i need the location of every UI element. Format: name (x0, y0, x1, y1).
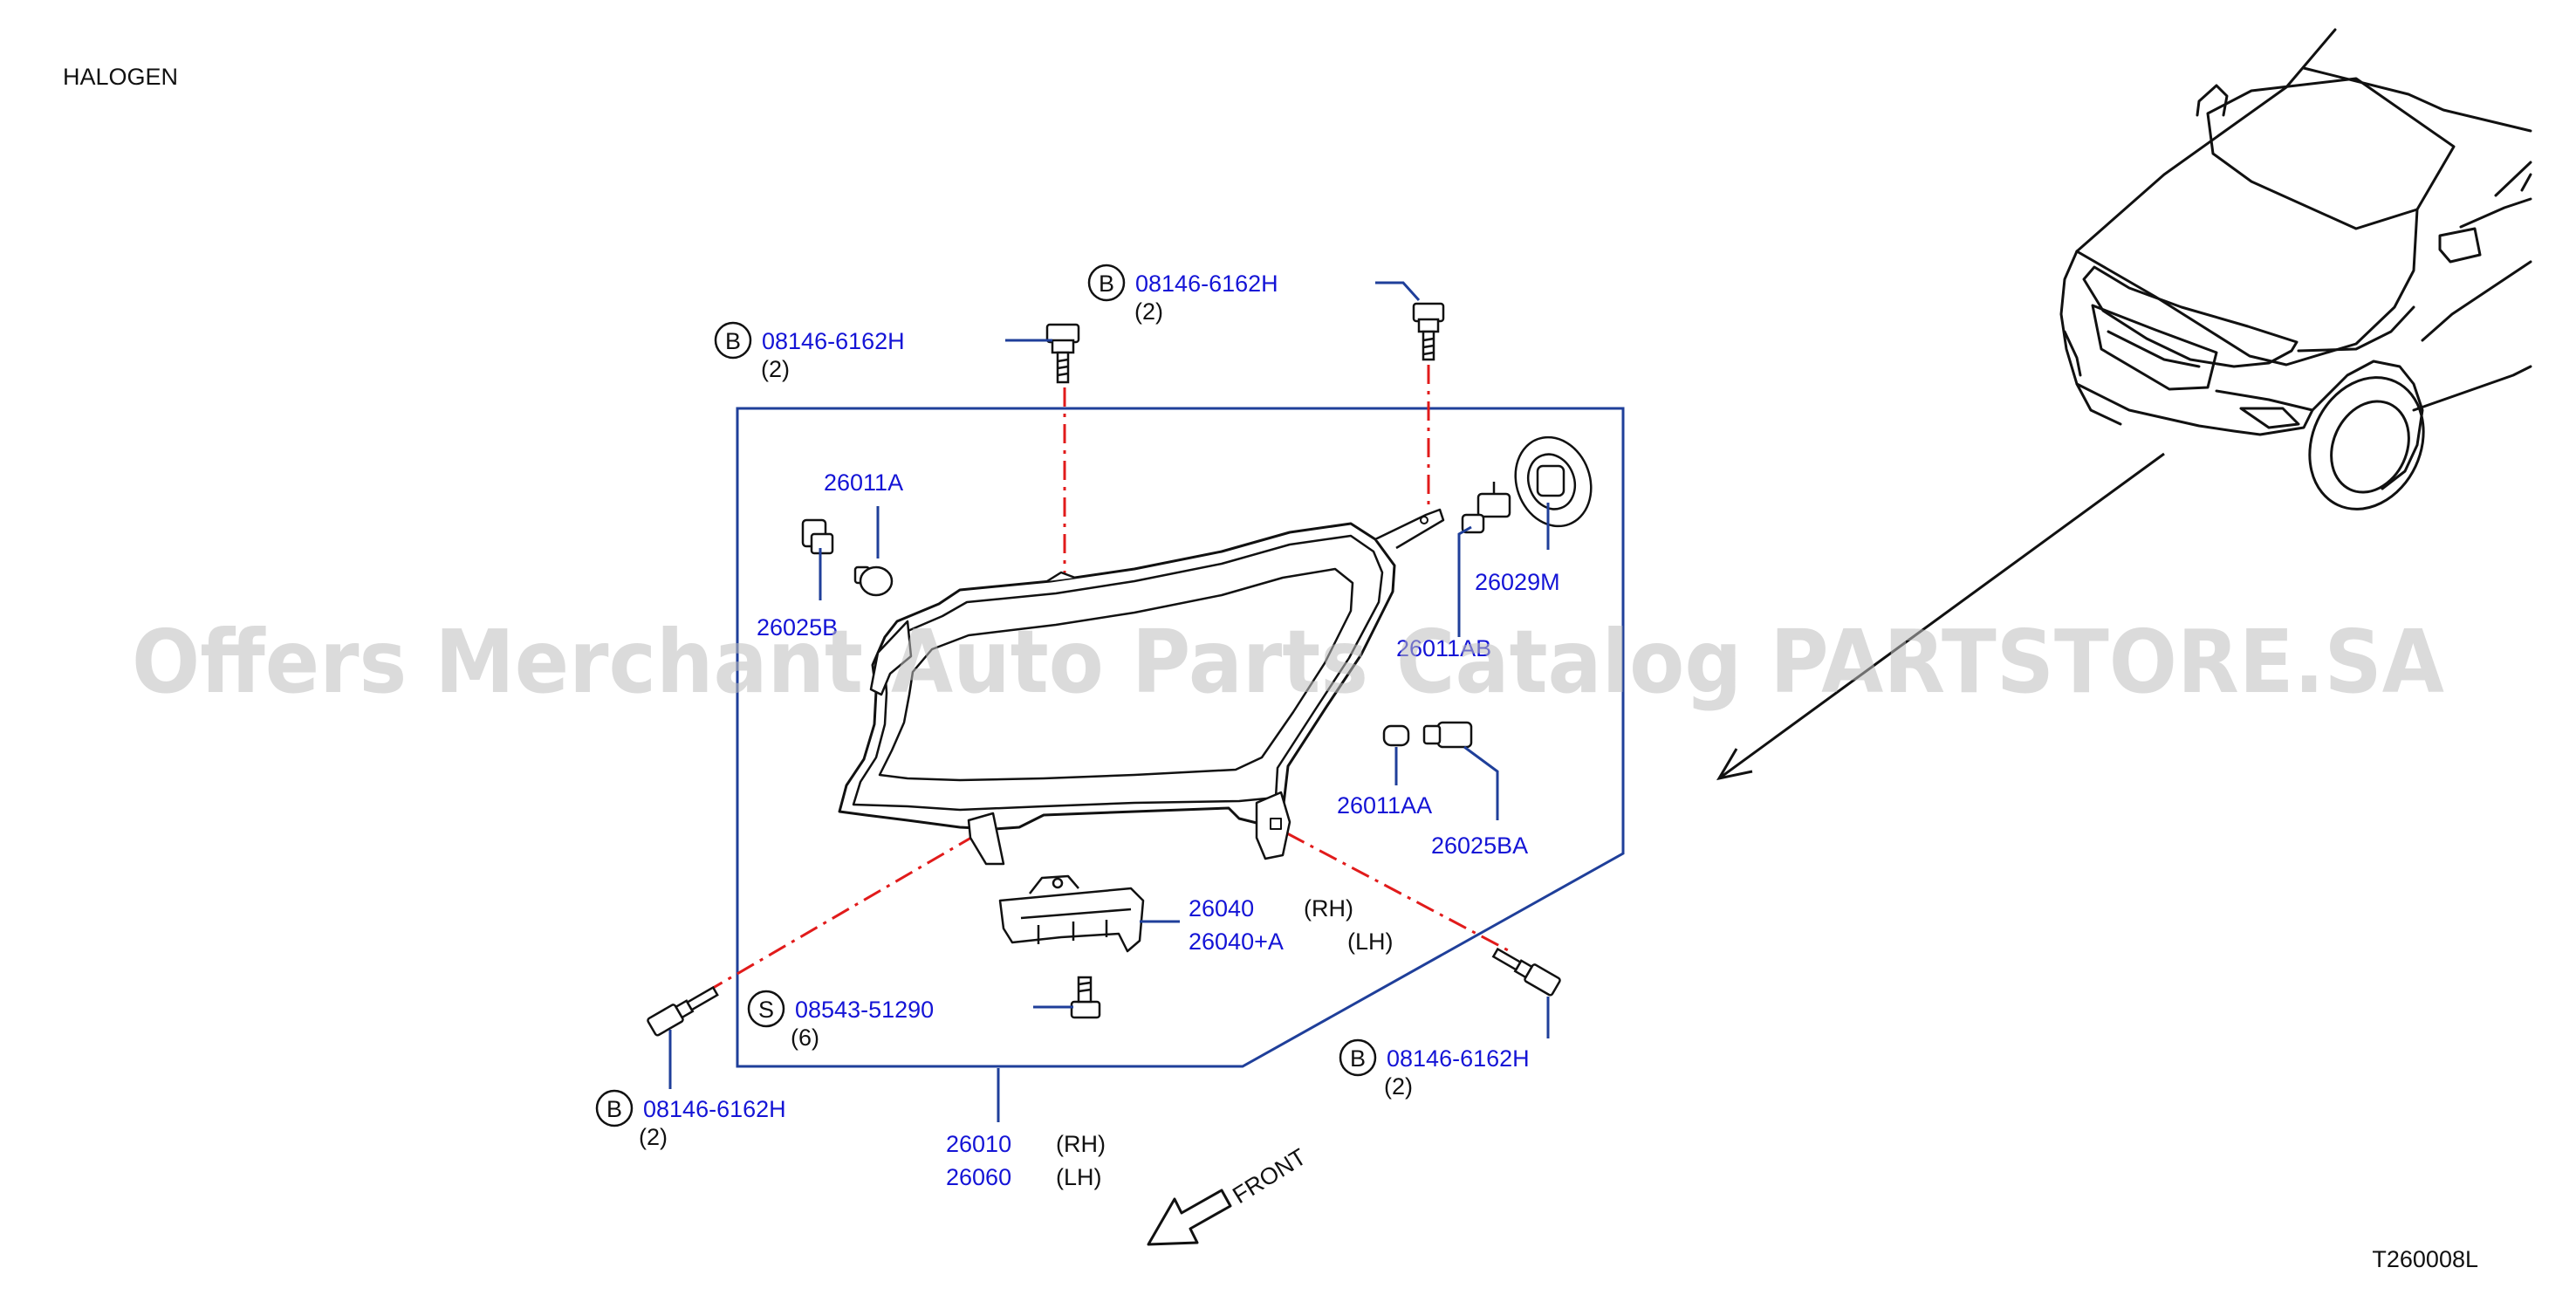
cap-26029m-icon (1514, 435, 1593, 528)
quantity: (2) (1384, 1073, 1413, 1100)
centerlines (697, 365, 1511, 998)
front-arrow-icon (1147, 1189, 1232, 1246)
part-number-26011aa[interactable]: 26011AA (1337, 792, 1432, 819)
headlamp-assembly (838, 508, 1445, 866)
marker-b-icon (595, 1089, 634, 1127)
quantity: (2) (639, 1124, 668, 1150)
callout-headlamp-assembly[interactable]: 26010 (RH) 26060 (LH) (946, 1131, 1106, 1190)
front-label: FRONT (1228, 1143, 1311, 1209)
screw-s-icon (1070, 976, 1101, 1019)
part-number[interactable]: 08146-6162H (1135, 271, 1278, 297)
part-number-26025b[interactable]: 26025B (757, 614, 838, 641)
marker-b-icon (1087, 264, 1126, 302)
quantity: (6) (791, 1024, 819, 1051)
marker-b-icon (1339, 1038, 1377, 1077)
part-number-26011a[interactable]: 26011A (824, 469, 903, 496)
callout-bolt-bottom-right[interactable]: B 08146-6162H (2) (1339, 1038, 1530, 1100)
marker-letter: B (606, 1096, 622, 1122)
leader-lines (668, 281, 1550, 1122)
callout-bolt-bottom-left[interactable]: B 08146-6162H (2) (595, 1089, 786, 1150)
socket-26025ba-icon (1422, 721, 1473, 749)
bolt-top-left-icon (1045, 323, 1080, 384)
watermark: Offers Merchant Auto Parts Catalog PARTS… (132, 611, 2444, 713)
part-number[interactable]: 08146-6162H (762, 328, 905, 354)
side-rh: (RH) (1304, 895, 1353, 922)
diagram-title: HALOGEN (63, 64, 178, 90)
callout-screw-s[interactable]: S 08543-51290 (6) (747, 990, 934, 1051)
callout-bolt-top-left[interactable]: B 08146-6162H (2) (714, 321, 905, 382)
quantity: (2) (761, 356, 790, 382)
marker-b-icon (714, 321, 752, 360)
bolt-bottom-left-icon (647, 985, 719, 1037)
callout-bracket[interactable]: 26040 (RH) 26040+A (LH) (1189, 895, 1394, 955)
quantity: (2) (1134, 298, 1163, 325)
part-number-rh[interactable]: 26010 (946, 1131, 1011, 1157)
vehicle-locator-icon (2059, 28, 2532, 510)
bulb-26011a-icon (853, 565, 894, 597)
locator-arrow-icon (1716, 452, 2165, 781)
bolt-top-right-icon (1412, 302, 1445, 361)
bulb-26011aa-icon (1382, 724, 1410, 747)
diagram-code: T260008L (2372, 1246, 2478, 1272)
marker-letter: S (758, 997, 774, 1023)
marker-letter: B (1099, 271, 1114, 297)
marker-letter: B (725, 328, 741, 354)
callout-bolt-top-right[interactable]: B 08146-6162H (2) (1087, 264, 1278, 325)
socket-26025b-icon (801, 518, 834, 555)
part-number-rh[interactable]: 26040 (1189, 895, 1254, 922)
part-number-26029m[interactable]: 26029M (1475, 569, 1560, 595)
part-number-lh[interactable]: 26040+A (1189, 928, 1284, 955)
side-rh: (RH) (1056, 1131, 1106, 1157)
mounting-bracket (998, 874, 1145, 953)
part-number-26025ba[interactable]: 26025BA (1431, 832, 1528, 859)
part-number-26011ab[interactable]: 26011AB (1396, 635, 1491, 661)
assembly-boundary (736, 407, 1625, 1068)
part-number[interactable]: 08146-6162H (643, 1096, 786, 1122)
part-number[interactable]: 08543-51290 (795, 997, 934, 1023)
side-lh: (LH) (1347, 928, 1394, 955)
part-number[interactable]: 08146-6162H (1387, 1045, 1530, 1072)
marker-s-icon (747, 990, 785, 1028)
bolt-bottom-right-icon (1491, 947, 1561, 997)
marker-letter: B (1350, 1045, 1366, 1072)
bulb-26011ab-icon (1461, 482, 1511, 534)
part-number-lh[interactable]: 26060 (946, 1164, 1011, 1190)
side-lh: (LH) (1056, 1164, 1102, 1190)
